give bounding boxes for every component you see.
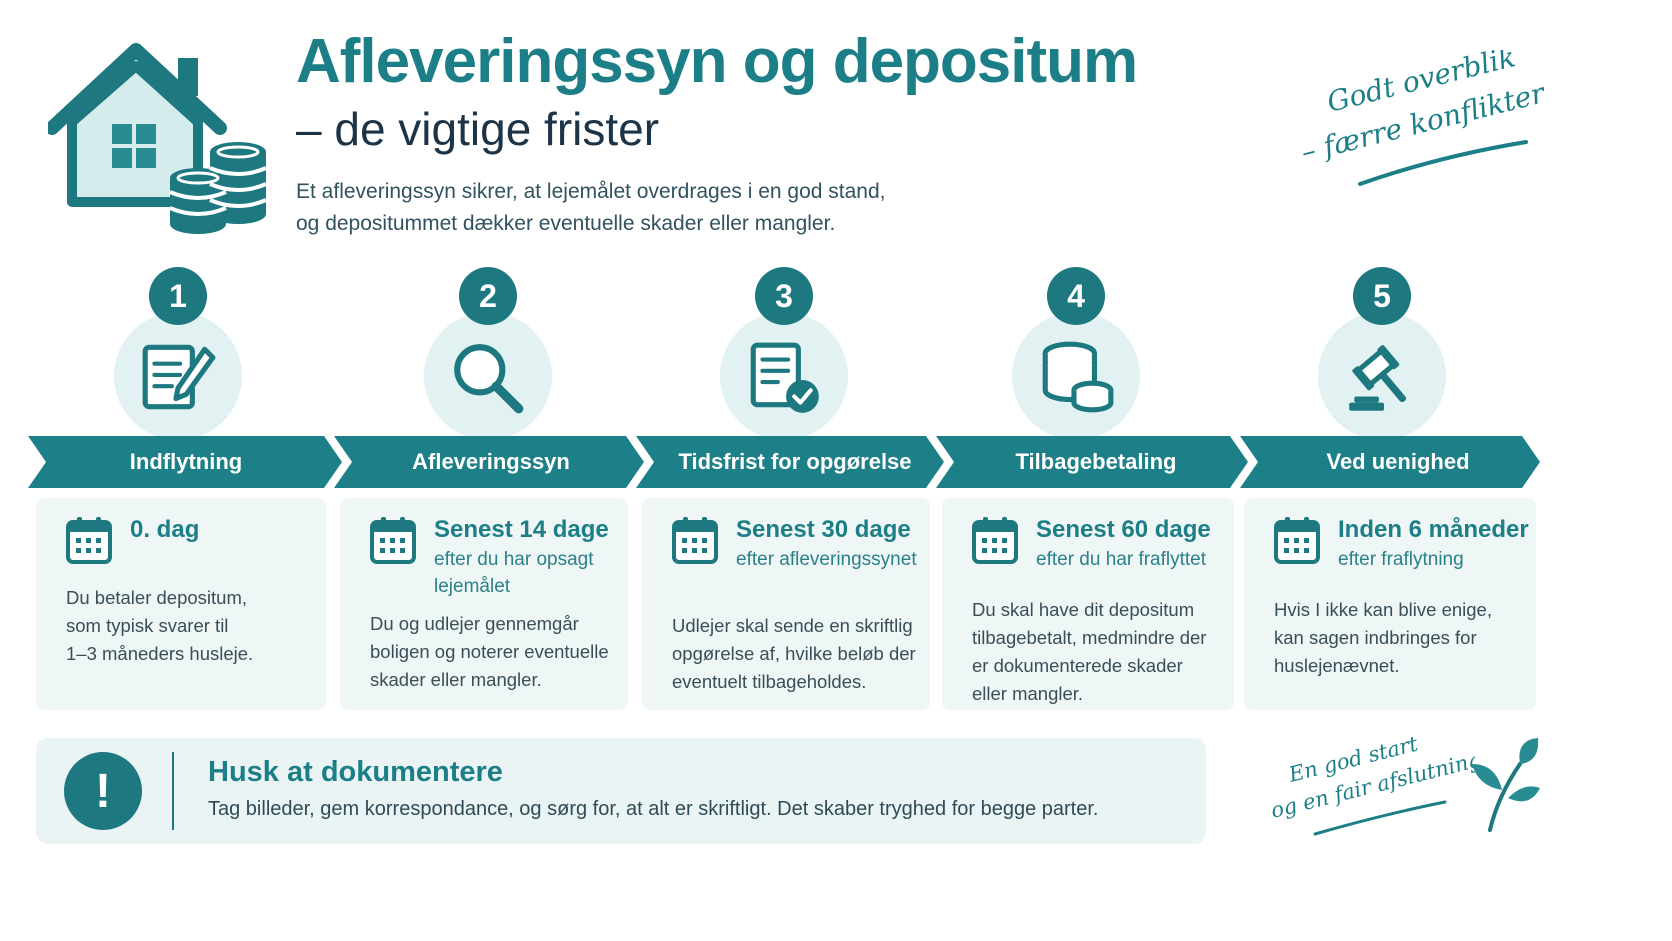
description-line: huslejenævnet. [1274, 655, 1400, 676]
description-line: opgørelse af, hvilke beløb der [672, 643, 916, 664]
step-card: Inden 6 måneder efter fraflytning Hvis I… [1244, 498, 1536, 710]
step-label: Tilbagebetaling [1015, 449, 1177, 474]
step-deadline-detail: efter afleveringssynet [736, 546, 917, 573]
step-deadline: Senest 60 dage [1036, 516, 1211, 543]
ribbon-segment [28, 436, 342, 488]
page-title: Afleveringssyn og depositum [296, 27, 1138, 96]
gavel-icon [1349, 345, 1407, 411]
coins-icon [1042, 341, 1114, 413]
intro-line: Et afleveringssyn sikrer, at lejemålet o… [296, 180, 886, 203]
step-deadline: Senest 30 dage [736, 516, 911, 543]
magnifier-icon [454, 344, 524, 414]
description-line: Hvis I ikke kan blive enige, [1274, 599, 1492, 620]
step-number-badge: 5 [1353, 267, 1411, 325]
step-deadline-detail: efter du har fraflyttet [1036, 546, 1206, 573]
ribbon-segment [334, 436, 644, 488]
step-deadline-detail: efter du har opsagt lejemålet [434, 546, 594, 600]
step-label: Tidsfrist for opgørelse [678, 449, 912, 474]
deadline-detail-line: efter du har fraflyttet [1036, 549, 1207, 570]
plant-icon [1472, 738, 1540, 832]
ribbon-segment [1240, 436, 1540, 488]
reminder-text: Tag billeder, gem korrespondance, og sør… [208, 798, 1099, 820]
description-line: eventuelt tilbageholdes. [672, 671, 867, 692]
step-icon-circle [1012, 312, 1140, 440]
step-card: Senest 14 dage efter du har opsagt lejem… [340, 498, 628, 710]
step-deadline: Senest 14 dage [434, 516, 609, 543]
house-coins-icon [48, 43, 267, 234]
calendar-icon [66, 517, 112, 564]
step-deadline-detail: efter fraflytning [1338, 546, 1464, 573]
step-icon-circle [720, 312, 848, 440]
description-line: 1–3 måneders husleje. [66, 643, 254, 664]
step-number-badge: 2 [459, 267, 517, 325]
document-pen-icon [142, 344, 216, 410]
description-line: tilbagebetalt, medmindre der [972, 627, 1207, 648]
step-label: Afleveringssyn [412, 449, 570, 474]
step-icon-circle [114, 312, 242, 440]
description-line: Du betaler depositum, [66, 587, 247, 608]
page-subtitle: – de vigtige frister [296, 103, 660, 155]
intro-text: Et afleveringssyn sikrer, at lejemålet o… [296, 176, 996, 240]
deadline-detail-line: efter fraflytning [1338, 549, 1464, 570]
step-icon-circle [1318, 312, 1446, 440]
step-card: Senest 60 dage efter du har fraflyttet D… [942, 498, 1234, 710]
deadline-detail-line: efter afleveringssynet [736, 549, 917, 570]
step-number-badge: 1 [149, 267, 207, 325]
description-line: boligen og noterer eventuelle [370, 641, 609, 662]
description-line: kan sagen indbringes for [1274, 627, 1477, 648]
calendar-icon [1274, 517, 1320, 564]
reminder-title: Husk at dokumentere [208, 756, 503, 788]
description-line: skader eller mangler. [370, 669, 542, 690]
ribbon-segment [936, 436, 1248, 488]
document-check-icon [750, 342, 819, 413]
description-line: som typisk svarer til [66, 615, 229, 636]
deadline-detail-line: efter du har opsagt [434, 549, 594, 570]
step-card: 0. dag Du betaler depositum, som typisk … [36, 498, 326, 710]
tagline-footer: En god start og en fair afslutning [1268, 732, 1475, 836]
description-line: Du skal have dit depositum [972, 599, 1195, 620]
step-deadline: Inden 6 måneder [1338, 516, 1529, 543]
deadline-detail-line: lejemålet [434, 576, 511, 597]
step-description: Hvis I ikke kan blive enige, kan sagen i… [1274, 596, 1492, 680]
step-label: Indflytning [129, 449, 243, 474]
description-line: eller mangler. [972, 683, 1084, 704]
description-line: Du og udlejer gennemgår [370, 613, 579, 634]
ribbon-segment [636, 436, 944, 488]
step-icon-circle [424, 312, 552, 440]
step-number-badge: 3 [755, 267, 813, 325]
step-description: Udlejer skal sende en skriftlig opgørels… [672, 612, 916, 696]
timeline-ribbon [28, 436, 1540, 488]
reminder-panel: ! Husk at dokumentere Tag billeder, gem … [36, 738, 1206, 844]
step-description: Du skal have dit depositum tilbagebetalt… [972, 596, 1206, 708]
step-deadline: 0. dag [130, 516, 200, 543]
tagline-overview: Godt overblik – færre konflikter [1298, 50, 1549, 186]
step-card: Senest 30 dage efter afleveringssynet Ud… [642, 498, 930, 710]
reminder-divider [172, 752, 174, 830]
step-label: Ved uenighed [1326, 449, 1470, 474]
step-description: Du og udlejer gennemgår boligen og noter… [370, 610, 609, 694]
calendar-icon [370, 517, 416, 564]
calendar-icon [672, 517, 718, 564]
step-description: Du betaler depositum, som typisk svarer … [66, 584, 253, 668]
description-line: Udlejer skal sende en skriftlig [672, 615, 913, 636]
step-number-badge: 4 [1047, 267, 1105, 325]
intro-line: og depositummet dækker eventuelle skader… [296, 212, 836, 235]
calendar-icon [972, 517, 1018, 564]
description-line: er dokumenterede skader [972, 655, 1183, 676]
exclamation-icon: ! [64, 752, 142, 830]
